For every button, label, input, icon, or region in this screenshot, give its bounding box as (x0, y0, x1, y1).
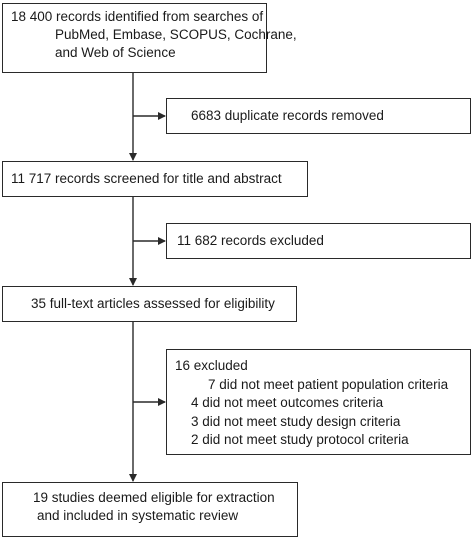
records-screened-box: 11 717 records screened for title and ab… (2, 161, 308, 197)
records-identified-line-2: PubMed, Embase, SCOPUS, Cochrane, (55, 27, 297, 42)
studies-included-box: 19 studies deemed eligible for extractio… (2, 482, 298, 537)
fulltext-assessed-text: 35 full-text articles assessed for eligi… (31, 296, 275, 311)
exclusion-reason-study-design: 3 did not meet study design criteria (191, 413, 401, 429)
duplicates-removed-box: 6683 duplicate records removed (166, 98, 471, 134)
studies-included-line-1: 19 studies deemed eligible for extractio… (33, 490, 275, 505)
records-excluded-text: 11 682 records excluded (177, 233, 324, 248)
studies-included-line-2: and included in systematic review (37, 508, 239, 523)
records-identified-line-3: and Web of Science (55, 45, 176, 60)
records-excluded-box: 11 682 records excluded (166, 223, 471, 259)
fulltext-assessed-box: 35 full-text articles assessed for eligi… (2, 286, 297, 322)
fulltext-excluded-box: 16 excluded 7 did not meet patient popul… (166, 349, 471, 455)
records-identified-line-1: 18 400 records identified from searches … (11, 9, 264, 24)
records-screened-text: 11 717 records screened for title and ab… (11, 171, 282, 186)
duplicates-removed-text: 6683 duplicate records removed (191, 108, 384, 123)
records-identified-box: 18 400 records identified from searches … (2, 3, 297, 73)
fulltext-excluded-heading: 16 excluded (175, 358, 248, 373)
exclusion-reason-outcomes: 4 did not meet outcomes criteria (191, 395, 384, 410)
exclusion-reason-study-protocol: 2 did not meet study protocol criteria (191, 432, 409, 447)
exclusion-reason-patient-population: 7 did not meet patient population criter… (208, 376, 449, 392)
